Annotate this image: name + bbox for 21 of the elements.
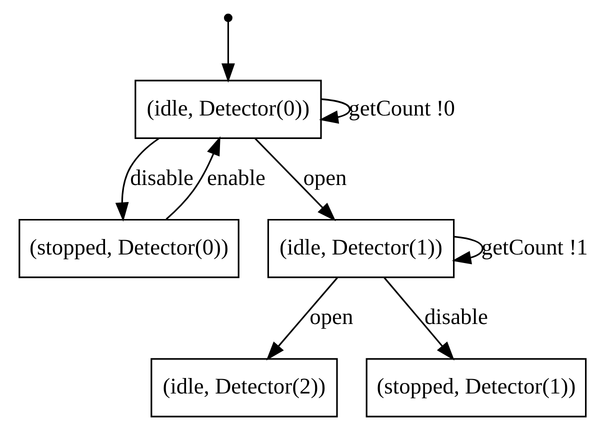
arrow xyxy=(115,138,160,222)
node-box: (idle, Detector(0)) xyxy=(134,80,322,139)
arrow xyxy=(452,236,484,264)
edge-label: enable xyxy=(206,164,266,190)
arrow xyxy=(166,136,220,220)
node-box: (idle, Detector(2)) xyxy=(150,358,338,418)
edge-label: getCount !1 xyxy=(481,234,588,260)
edge-label: getCount !0 xyxy=(348,95,455,120)
node-box: (stopped, Detector(1)) xyxy=(366,358,587,418)
edge-label: disable xyxy=(424,304,488,330)
arrow xyxy=(254,138,336,222)
node-box: (idle, Detector(1)) xyxy=(267,218,455,278)
arrow xyxy=(266,277,338,360)
edge-label: open xyxy=(303,164,347,190)
arrow xyxy=(384,277,454,361)
node-box: (stopped, Detector(0)) xyxy=(18,218,240,278)
node-circle xyxy=(224,14,232,22)
edge-label: disable xyxy=(130,164,194,190)
arrow xyxy=(319,98,351,124)
edge-label: open xyxy=(310,304,354,330)
arrow xyxy=(221,22,235,83)
